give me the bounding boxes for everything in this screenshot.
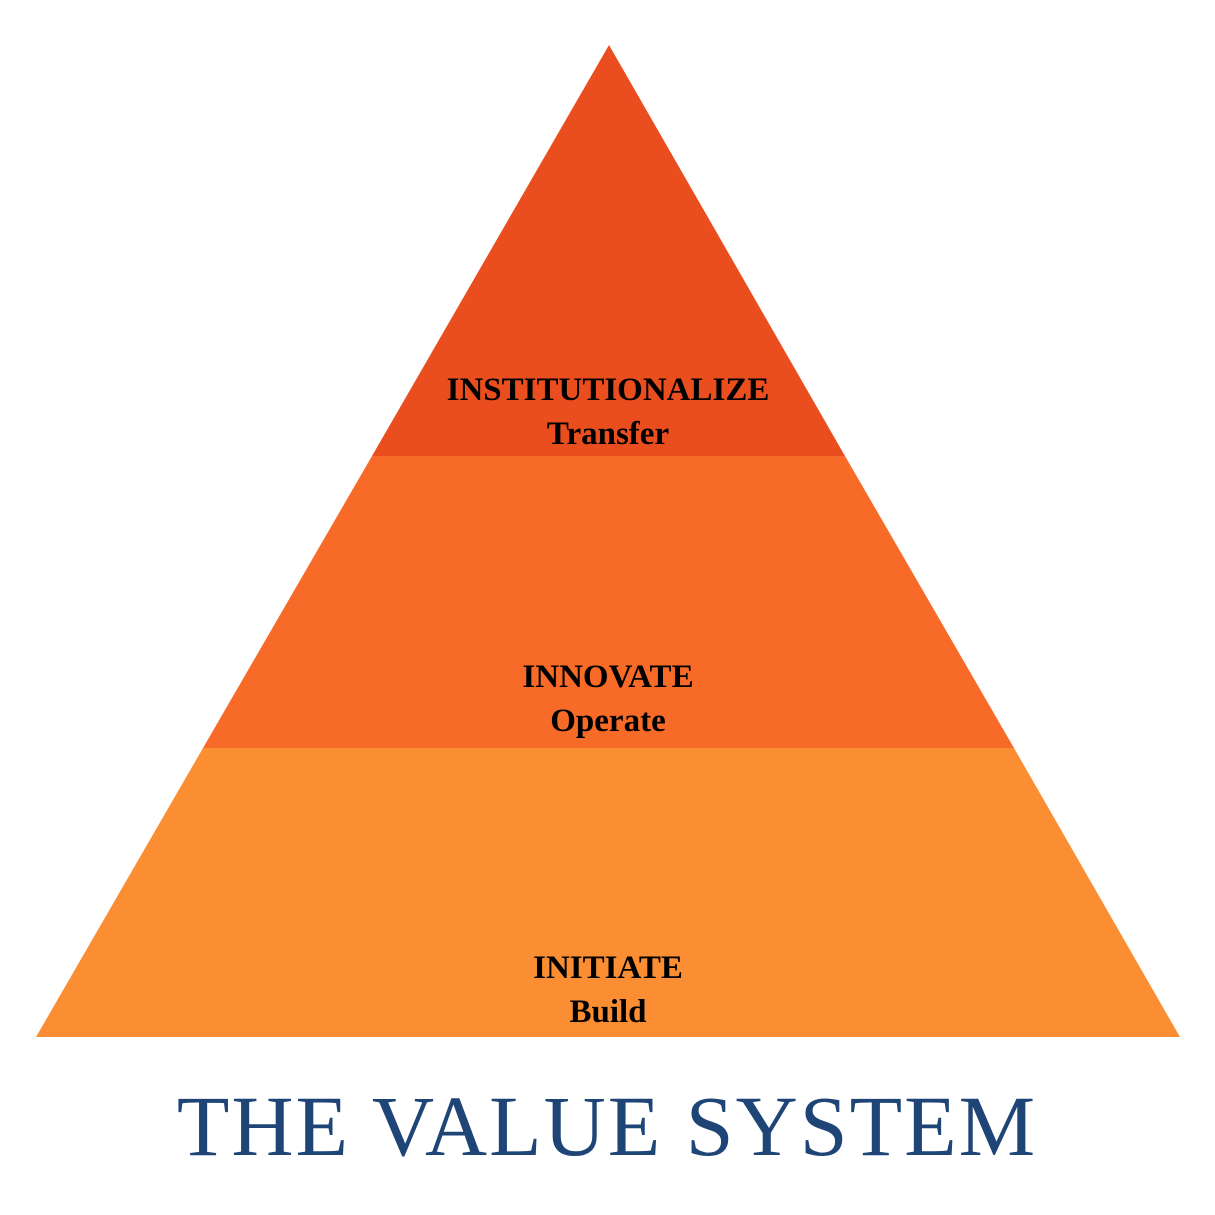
tier-top-title: INSTITUTIONALIZE — [447, 372, 770, 408]
pyramid-tier-bottom — [36, 748, 1180, 1037]
pyramid-tier-middle — [203, 456, 1014, 748]
tier-bottom-subtitle: Build — [569, 994, 646, 1030]
tier-middle-subtitle: Operate — [550, 703, 665, 739]
diagram-title: THE VALUE SYSTEM — [177, 1078, 1037, 1174]
tier-top-subtitle: Transfer — [547, 416, 669, 452]
pyramid-tier-top — [372, 45, 845, 456]
tier-middle-title: INNOVATE — [522, 659, 693, 695]
tier-bottom-title: INITIATE — [533, 950, 683, 986]
